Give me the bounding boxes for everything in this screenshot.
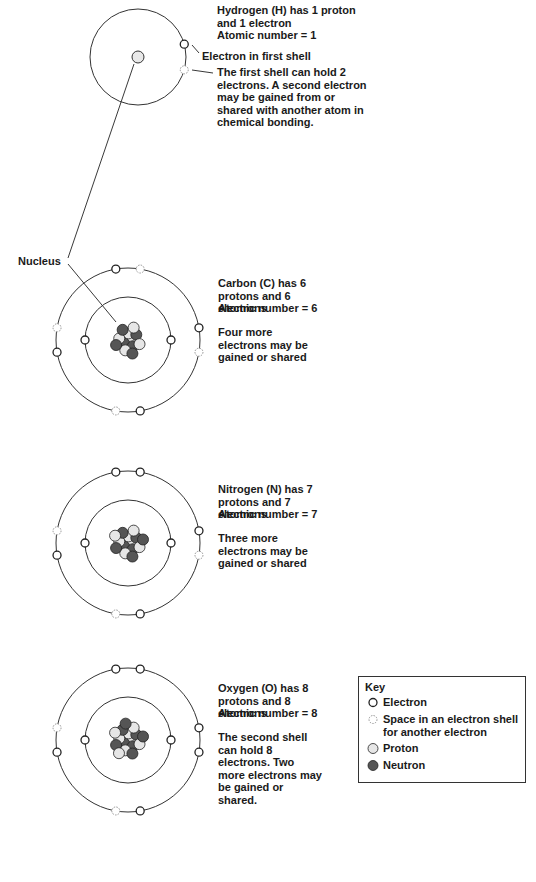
note-text: Atomic number = 6 <box>218 302 338 315</box>
note-text: Atomic number = 7 <box>218 508 338 521</box>
electron <box>195 748 203 756</box>
proton <box>134 339 145 350</box>
proton <box>132 51 144 63</box>
electron-space <box>112 807 120 815</box>
electron <box>195 324 203 332</box>
electron <box>112 265 120 273</box>
proton <box>128 322 139 333</box>
electron <box>112 665 120 673</box>
electron-shell <box>85 297 171 383</box>
note-text: Atomic number = 8 <box>218 707 338 720</box>
electron-space <box>180 66 188 74</box>
electron-space <box>53 324 61 332</box>
legend-sample <box>365 696 383 709</box>
electron <box>81 736 89 744</box>
electron <box>167 736 175 744</box>
note-text: The first shell can hold 2 electrons. A … <box>217 66 367 129</box>
electron-space <box>53 527 61 535</box>
electron-space <box>136 265 144 273</box>
leader-line <box>68 64 134 258</box>
proton <box>110 727 121 738</box>
electron <box>136 610 144 618</box>
legend-sample <box>365 742 383 755</box>
legend-text: Proton <box>383 742 418 755</box>
nucleus <box>111 322 145 359</box>
electron <box>81 336 89 344</box>
electron-sample <box>369 699 377 707</box>
electron <box>167 336 175 344</box>
proton <box>110 530 121 541</box>
key-title: Key <box>365 681 519 693</box>
neutron <box>138 731 149 742</box>
nucleus <box>110 525 149 562</box>
nucleus <box>110 718 149 759</box>
note-text: The second shell can hold 8 electrons. T… <box>218 731 322 806</box>
legend-row: Neutron <box>365 759 519 772</box>
note-text: Three more electrons may be gained or sh… <box>218 532 318 570</box>
electron <box>53 551 61 559</box>
electron <box>53 348 61 356</box>
note-text: Atomic number = 1 <box>217 29 357 42</box>
neutron <box>117 324 128 335</box>
electron <box>112 468 120 476</box>
neutron <box>127 551 138 562</box>
electron <box>195 724 203 732</box>
neutron <box>111 543 122 554</box>
proton-sample <box>368 744 378 754</box>
proton <box>113 748 124 759</box>
neutron <box>138 534 149 545</box>
electron <box>167 539 175 547</box>
space-sample <box>369 716 377 724</box>
legend-text: Space in an electron shell for another e… <box>383 713 519 738</box>
neutron-sample <box>368 761 378 771</box>
electron-shell <box>85 500 171 586</box>
neutron <box>120 718 131 729</box>
electron-space <box>53 724 61 732</box>
electron-space <box>112 407 120 415</box>
neutron <box>127 348 138 359</box>
legend-text: Neutron <box>383 759 425 772</box>
legend-text: Electron <box>383 696 427 709</box>
note-text: Hydrogen (H) has 1 proton and 1 electron <box>217 4 357 29</box>
electron <box>180 40 188 48</box>
neutron <box>127 748 138 759</box>
electron-shell <box>56 471 200 615</box>
legend-row: Proton <box>365 742 519 755</box>
electron-shell <box>56 668 200 812</box>
electron-space <box>195 348 203 356</box>
note-text: Electron in first shell <box>202 50 362 63</box>
electron <box>81 539 89 547</box>
legend-sample <box>365 713 383 726</box>
legend-row: Electron <box>365 696 519 709</box>
electron-shell <box>85 697 171 783</box>
neutron <box>111 340 122 351</box>
electron <box>136 407 144 415</box>
leader-line <box>192 45 199 53</box>
electron-shell <box>56 268 200 412</box>
electron-space <box>112 610 120 618</box>
electron <box>136 468 144 476</box>
electron <box>195 527 203 535</box>
leader-line <box>68 264 116 322</box>
electron <box>136 665 144 673</box>
legend-sample <box>365 759 383 772</box>
part-label: Nucleus <box>18 255 68 268</box>
electron-shell <box>90 9 186 105</box>
electron <box>136 807 144 815</box>
leader-line <box>192 70 213 73</box>
electron <box>53 748 61 756</box>
electron-space <box>195 551 203 559</box>
note-text: Four more electrons may be gained or sha… <box>218 326 318 364</box>
proton <box>128 525 139 536</box>
legend-row: Space in an electron shell for another e… <box>365 713 519 738</box>
key-box: KeyElectronSpace in an electron shell fo… <box>358 676 526 783</box>
